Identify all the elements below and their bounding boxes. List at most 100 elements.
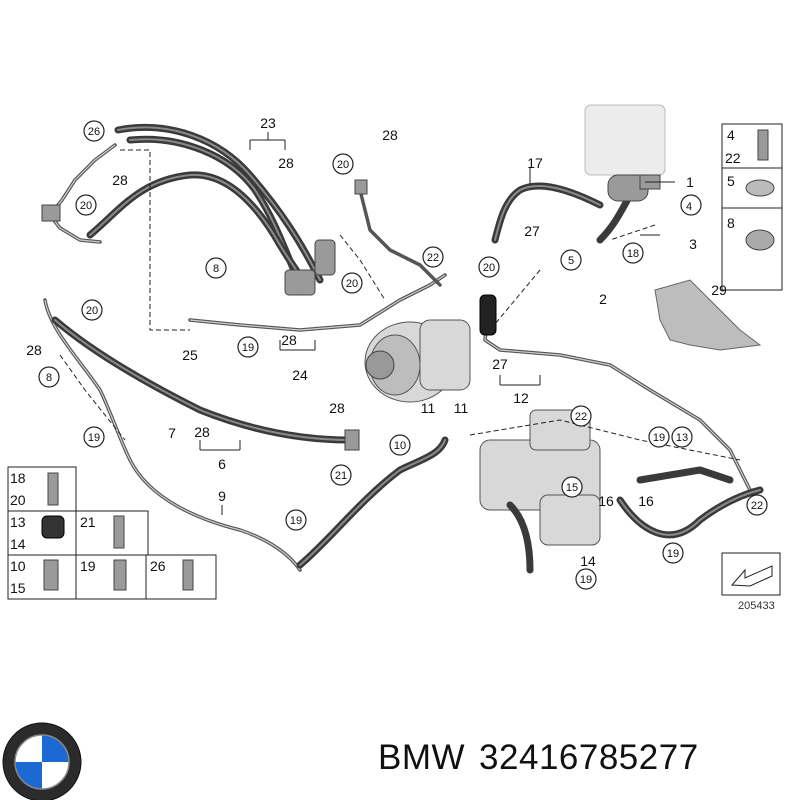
svg-text:19: 19 bbox=[653, 432, 665, 444]
svg-text:20: 20 bbox=[346, 278, 358, 290]
svg-text:8: 8 bbox=[46, 372, 52, 384]
svg-text:19: 19 bbox=[667, 548, 679, 560]
svg-text:29: 29 bbox=[711, 282, 727, 298]
hose-clamp-icon bbox=[745, 179, 775, 197]
svg-text:15: 15 bbox=[566, 482, 578, 494]
nut-icon bbox=[745, 229, 775, 251]
arrow-icon bbox=[730, 565, 773, 587]
svg-text:17: 17 bbox=[527, 155, 543, 171]
svg-text:7: 7 bbox=[168, 425, 176, 441]
svg-text:20: 20 bbox=[337, 159, 349, 171]
svg-text:26: 26 bbox=[88, 126, 100, 138]
reservoir-icon bbox=[584, 104, 666, 176]
svg-text:10: 10 bbox=[394, 440, 406, 452]
callout-10: 10 bbox=[389, 434, 411, 456]
svg-text:26: 26 bbox=[150, 558, 166, 574]
svg-text:18: 18 bbox=[10, 470, 26, 486]
caption: BMW 32416785277 bbox=[378, 738, 713, 778]
part-number: 32416785277 bbox=[479, 738, 699, 777]
svg-text:28: 28 bbox=[329, 400, 345, 416]
bolt-icon bbox=[182, 559, 194, 591]
callout-21: 21 bbox=[330, 464, 352, 486]
plain-callouts: 23 28 28 28 17 27 1 3 2 29 25 28 24 28 7… bbox=[26, 115, 727, 569]
callout-20: 20 bbox=[332, 153, 354, 175]
line-9 bbox=[43, 298, 449, 572]
svg-text:8: 8 bbox=[727, 215, 735, 231]
svg-text:15: 15 bbox=[10, 580, 26, 596]
svg-text:20: 20 bbox=[80, 200, 92, 212]
svg-text:5: 5 bbox=[727, 173, 735, 189]
callout-19: 19 bbox=[285, 509, 307, 531]
svg-text:22: 22 bbox=[427, 252, 439, 264]
svg-text:12: 12 bbox=[513, 390, 529, 406]
svg-text:22: 22 bbox=[725, 150, 741, 166]
svg-text:20: 20 bbox=[10, 492, 26, 508]
svg-text:20: 20 bbox=[483, 262, 495, 274]
svg-text:21: 21 bbox=[335, 470, 347, 482]
callout-18: 18 bbox=[622, 242, 644, 264]
grommet-icon bbox=[41, 515, 65, 539]
callout-8: 8 bbox=[205, 257, 227, 279]
svg-text:18: 18 bbox=[627, 248, 639, 260]
svg-text:28: 28 bbox=[194, 424, 210, 440]
svg-text:10: 10 bbox=[10, 558, 26, 574]
svg-text:14: 14 bbox=[10, 536, 26, 552]
clamp-icon bbox=[41, 204, 61, 222]
callout-8: 8 bbox=[38, 366, 60, 388]
callout-20: 20 bbox=[341, 272, 363, 294]
svg-text:14: 14 bbox=[580, 553, 596, 569]
callout-19: 19 bbox=[662, 542, 684, 564]
callout-19: 19 bbox=[648, 426, 670, 448]
svg-text:22: 22 bbox=[751, 500, 763, 512]
dashed-leaders bbox=[59, 149, 741, 461]
svg-text:20: 20 bbox=[86, 305, 98, 317]
svg-text:25: 25 bbox=[182, 347, 198, 363]
hose-group-top bbox=[41, 123, 336, 296]
callout-5: 5 bbox=[560, 249, 582, 271]
svg-text:19: 19 bbox=[88, 432, 100, 444]
svg-text:27: 27 bbox=[492, 356, 508, 372]
svg-text:21: 21 bbox=[80, 514, 96, 530]
callout-leaders bbox=[199, 132, 675, 515]
callout-20: 20 bbox=[75, 194, 97, 216]
svg-text:9: 9 bbox=[218, 488, 226, 504]
svg-text:27: 27 bbox=[524, 223, 540, 239]
svg-text:1: 1 bbox=[686, 174, 694, 190]
svg-text:5: 5 bbox=[568, 255, 574, 267]
bolt-icon bbox=[113, 515, 125, 549]
callout-19: 19 bbox=[575, 568, 597, 590]
direction-indicator bbox=[721, 552, 781, 596]
bolt-icon bbox=[757, 129, 769, 161]
svg-text:19: 19 bbox=[80, 558, 96, 574]
svg-text:24: 24 bbox=[292, 367, 308, 383]
svg-text:16: 16 bbox=[598, 493, 614, 509]
callout-19: 19 bbox=[237, 336, 259, 358]
callout-15: 15 bbox=[561, 476, 583, 498]
screw-icon bbox=[47, 472, 59, 506]
legend-bottom-left: 18 20 13 14 21 10 15 19 26 bbox=[7, 466, 217, 600]
callout-4: 4 bbox=[680, 194, 702, 216]
bmw-logo bbox=[2, 722, 82, 800]
heat-shield bbox=[654, 279, 762, 351]
svg-text:28: 28 bbox=[278, 155, 294, 171]
brand-name: BMW bbox=[378, 738, 466, 777]
svg-text:4: 4 bbox=[686, 201, 692, 213]
svg-text:8: 8 bbox=[213, 263, 219, 275]
callout-20: 20 bbox=[478, 256, 500, 278]
callout-19: 19 bbox=[83, 426, 105, 448]
svg-text:19: 19 bbox=[242, 342, 254, 354]
gear-assembly bbox=[479, 409, 764, 574]
svg-text:16: 16 bbox=[638, 493, 654, 509]
svg-text:22: 22 bbox=[575, 411, 587, 423]
circled-callouts: 26 20 20 22 20 8 20 19 8 19 21 20 19 10 … bbox=[38, 120, 768, 590]
bolt-icon bbox=[113, 559, 127, 591]
callout-20: 20 bbox=[81, 299, 103, 321]
callout-22: 22 bbox=[746, 494, 768, 516]
callout-22: 22 bbox=[422, 246, 444, 268]
svg-text:4: 4 bbox=[727, 127, 735, 143]
fitting-icon bbox=[284, 269, 316, 296]
banjo-bolt-icon bbox=[43, 559, 59, 591]
heat-shield-icon bbox=[654, 279, 762, 351]
legend-right: 4 22 5 8 bbox=[721, 123, 783, 291]
callout-22: 22 bbox=[570, 405, 592, 427]
